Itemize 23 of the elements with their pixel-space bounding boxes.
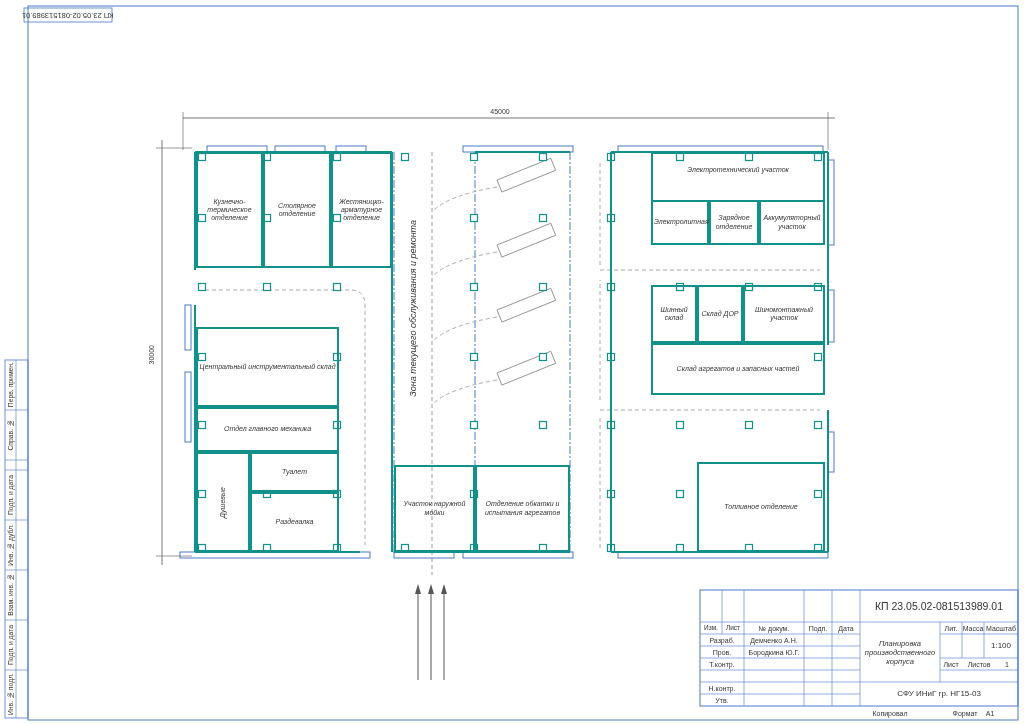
room (651, 152, 825, 245)
room (743, 285, 825, 343)
room (263, 152, 331, 268)
room-label: Зона текущего обслуживания и ремонта (408, 220, 419, 397)
room (475, 465, 570, 552)
room (697, 285, 743, 343)
room (651, 343, 825, 395)
title-block-text: СФУ ИНиГ гр. НГ15-03 (897, 690, 981, 698)
room (196, 452, 250, 552)
room (250, 452, 339, 492)
room (331, 152, 392, 268)
drawing-number: КП 23.05.02-081513989.01 (874, 600, 1004, 612)
room (394, 465, 475, 552)
room (196, 327, 339, 407)
room (196, 407, 339, 452)
room (250, 492, 339, 552)
room (196, 152, 263, 268)
title-block-text: 1:100 (991, 642, 1011, 650)
room (697, 462, 825, 552)
room (759, 200, 825, 245)
room (651, 200, 709, 245)
room (709, 200, 759, 245)
room (651, 285, 697, 343)
